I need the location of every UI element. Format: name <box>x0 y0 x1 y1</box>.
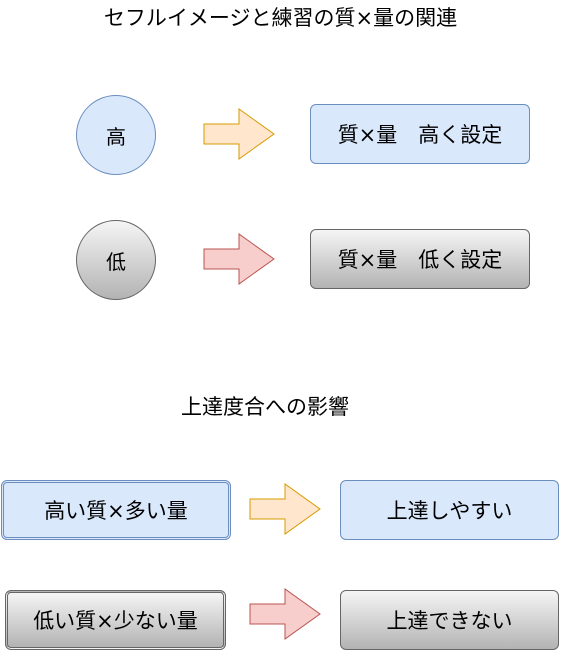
low-effect-label: 上達できない <box>386 609 513 633</box>
low-circle: 低 <box>76 220 156 300</box>
section2-title: 上達度合への影響 <box>181 395 349 419</box>
arrow-right-icon <box>203 233 275 285</box>
low-result-label: 質×量 低く設定 <box>337 248 503 272</box>
arrow-right-icon <box>249 483 321 535</box>
low-result-box: 質×量 低く設定 <box>310 229 530 289</box>
high-cause-label: 高い質×多い量 <box>44 499 188 523</box>
low-cause-label: 低い質×少ない量 <box>33 609 198 633</box>
high-effect-label: 上達しやすい <box>386 499 513 523</box>
arrow-right-icon <box>249 588 321 640</box>
arrow-right-icon <box>203 108 275 160</box>
arrow-shape <box>203 233 275 285</box>
high-result-box: 質×量 高く設定 <box>310 104 530 164</box>
high-circle: 高 <box>76 95 156 175</box>
low-circle-label: 低 <box>106 249 126 274</box>
section1-title: セフルイメージと練習の質×量の関連 <box>103 6 458 30</box>
high-circle-label: 高 <box>106 124 126 149</box>
high-effect-box: 上達しやすい <box>340 480 559 540</box>
low-cause-box: 低い質×少ない量 <box>5 590 226 650</box>
high-cause-box: 高い質×多い量 <box>1 480 231 540</box>
arrow-shape <box>203 108 275 160</box>
arrow-shape <box>249 483 321 535</box>
low-effect-box: 上達できない <box>340 590 559 650</box>
arrow-shape <box>249 588 321 640</box>
high-result-label: 質×量 高く設定 <box>337 123 503 147</box>
